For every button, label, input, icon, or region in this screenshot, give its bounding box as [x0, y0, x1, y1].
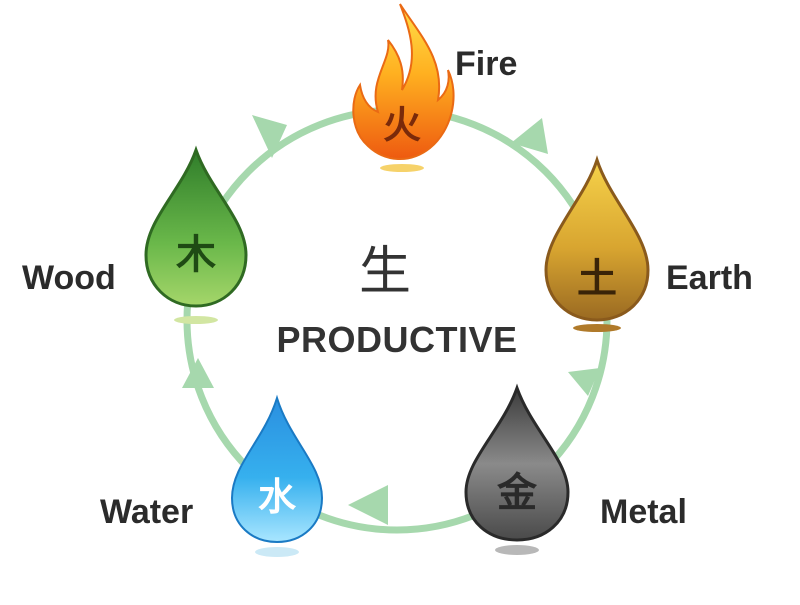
fire-element: 火: [352, 3, 455, 172]
fire-glyph: 火: [383, 103, 421, 147]
water-element: 水: [230, 394, 324, 557]
center-glyph: 生: [358, 242, 411, 302]
earth-drop-icon: [544, 155, 650, 322]
fire-shadow: [380, 164, 424, 172]
label-earth: Earth: [666, 259, 753, 297]
label-fire: Fire: [455, 45, 518, 83]
label-metal: Metal: [600, 493, 687, 531]
earth-shadow: [573, 324, 621, 332]
cycle-arrows: [182, 115, 600, 525]
metal-drop-icon: [464, 383, 570, 542]
label-water: Water: [100, 493, 194, 531]
center-title: PRODUCTIVE: [276, 319, 518, 360]
metal-glyph: 金: [496, 470, 538, 516]
earth-glyph: 土: [577, 256, 617, 302]
metal-element: 金: [464, 383, 570, 555]
water-glyph: 水: [258, 475, 297, 519]
wood-element: 木: [144, 145, 248, 324]
earth-element: 土: [544, 155, 650, 332]
arrow-wood-fire: [252, 115, 287, 158]
wood-shadow: [174, 316, 218, 324]
water-shadow: [255, 547, 299, 557]
label-wood: Wood: [22, 259, 116, 297]
water-drop-icon: [230, 394, 324, 544]
arrow-water-wood: [182, 358, 214, 388]
wood-glyph: 木: [176, 232, 216, 278]
wood-drop-icon: [144, 145, 248, 308]
fire-flame-icon: [352, 3, 455, 161]
arrow-earth-metal: [568, 368, 600, 396]
arrow-fire-earth: [511, 118, 548, 154]
arrow-metal-water: [348, 485, 388, 525]
metal-shadow: [495, 545, 539, 555]
